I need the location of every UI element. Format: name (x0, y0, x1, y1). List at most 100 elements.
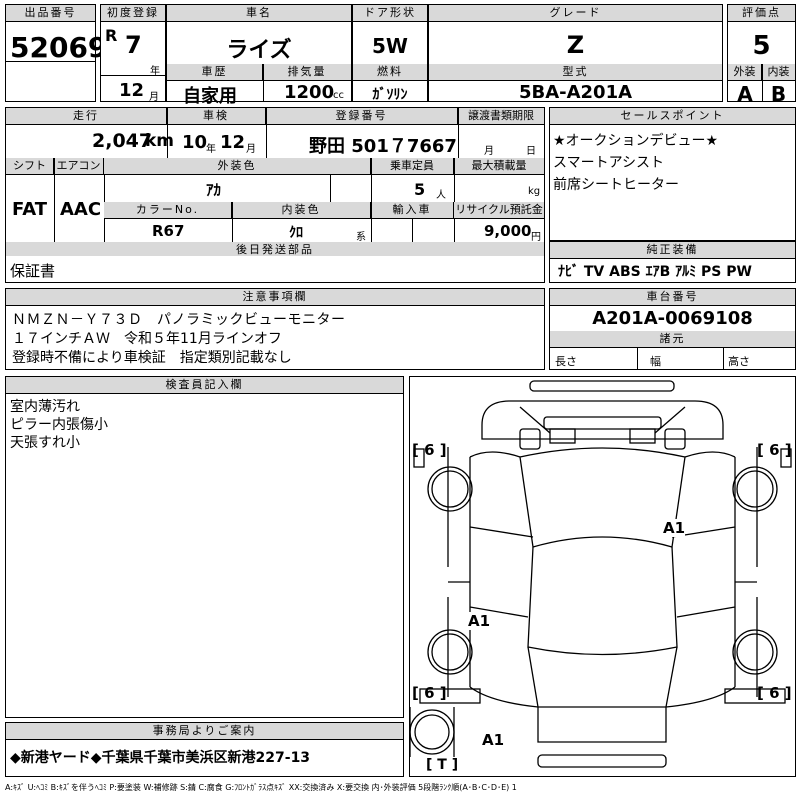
int-label: 内装 (762, 64, 795, 81)
office-box: 事務局よりご案内 ◆新港ヤード◆千葉県千葉市美浜区新港227-13 (5, 722, 404, 777)
displacement: 1200 (284, 82, 335, 103)
height-label: 高さ (728, 355, 750, 368)
inspector-line-3: 天張すれ小 (10, 435, 80, 451)
car-name: ライズ (226, 38, 292, 63)
spec-label: 諸元 (550, 331, 795, 348)
chassis-number: A201A-0069108 (592, 308, 753, 329)
load-label: 最大積載量 (454, 158, 544, 175)
grade-label: グレード (429, 5, 722, 22)
ext-label: 外装 (728, 64, 762, 81)
history-label: 車歴 (167, 64, 263, 81)
insp-month: 12 (220, 132, 246, 153)
equipment-box: 純正装備 ﾅﾋﾞ TV ABS ｴｱB ｱﾙﾐ PS PW (549, 241, 796, 283)
fuel-label: 燃料 (353, 64, 427, 81)
shift: FAT (12, 199, 48, 220)
after-parts: 保証書 (10, 262, 56, 280)
office-label: 事務局よりご案内 (6, 723, 403, 740)
color-no: R67 (152, 222, 185, 240)
car-name-box: 車名 ライズ 車歴 排気量 自家用 1200 cc (166, 4, 352, 107)
chassis-box: 車台番号 A201A-0069108 諸元 長さ 幅 高さ (549, 288, 796, 370)
door-label: ドア形状 (353, 5, 427, 22)
grade-box: グレード Z 型式 5BA-A201A (428, 4, 723, 103)
import-label: 輸入車 (371, 202, 454, 219)
spare-label: [ T ] (426, 757, 459, 773)
note-line-2: １７インチＡＷ 令和５年11月ラインオフ (12, 331, 282, 347)
width-label: 幅 (650, 355, 661, 368)
mileage-label: 走行 (6, 108, 167, 125)
tire-front-left-score: [ 6 ] (412, 441, 447, 459)
ac-label: エアコン (54, 158, 104, 175)
fuel: ｶﾞｿﾘﾝ (372, 87, 408, 103)
first-reg-label: 初度登録 (101, 5, 165, 22)
model: 5BA-A201A (518, 82, 633, 103)
reg-year: 7 (125, 31, 142, 59)
score-box: 評価点 5 外装 内装 A B (727, 4, 796, 106)
history: 自家用 (183, 86, 237, 107)
length-label: 長さ (555, 355, 577, 368)
transfer-label: 譲渡書類期限 (458, 108, 544, 125)
sales-line-3: 前席シートヒーター (553, 177, 679, 193)
int-color-unit: 系 (356, 232, 366, 243)
reg-month: 12 (119, 80, 145, 101)
note-line-3: 登録時不備により車検証 指定類別記載なし (12, 350, 292, 366)
after-parts-box: 保証書 (5, 256, 545, 283)
chassis-label: 車台番号 (550, 289, 795, 306)
equip-label: 純正装備 (550, 242, 795, 259)
score-label: 評価点 (728, 5, 795, 22)
int-grade: B (770, 82, 787, 106)
equipment: ﾅﾋﾞ TV ABS ｴｱB ｱﾙﾐ PS PW (558, 264, 752, 280)
lot-number: 52069 (10, 31, 108, 64)
capacity-unit: 人 (436, 190, 446, 201)
shift-label: シフト (6, 158, 54, 175)
door: 5W (372, 34, 408, 58)
office-text: ◆新港ヤード◆千葉県千葉市美浜区新港227-13 (10, 750, 311, 766)
note-line-1: ＮＭＺＮ－Ｙ７３Ｄ パノラミックビューモニター (12, 312, 346, 328)
notes-box: 注意事項欄 ＮＭＺＮ－Ｙ７３Ｄ パノラミックビューモニター １７インチＡＷ 令和… (5, 288, 545, 370)
color-no-label: カラーNo. (104, 202, 232, 219)
era: R (105, 26, 118, 45)
car-diagram-box: [ 6 ] [ 6 ] [ 6 ] [ 6 ] [ T ] A1 A1 A1 (409, 376, 796, 777)
plate: 野田 501７7667 (309, 136, 457, 157)
legend: A:ｷｽﾞ U:ﾍｺﾐ B:ｷｽﾞを伴うﾍｺﾐ P:要塗装 W:補修跡 S:錆 … (5, 783, 517, 792)
int-color: ｸﾛ (289, 225, 303, 241)
tire-front-right-score: [ 6 ] (757, 441, 792, 459)
int-color-label: 内装色 (232, 202, 371, 219)
ext-grade: A (737, 82, 753, 106)
insp-year: 10 (182, 132, 208, 153)
reg-month-unit: 月 (149, 92, 159, 103)
mileage: 2,047 (92, 130, 153, 152)
disp-unit: cc (333, 90, 344, 101)
door-box: ドア形状 5W 燃料 ｶﾞｿﾘﾝ (352, 4, 428, 103)
capacity-label: 乗車定員 (371, 158, 454, 175)
plate-label: 登録番号 (266, 108, 458, 125)
score: 5 (752, 31, 771, 61)
inspector-line-2: ピラー内張傷小 (10, 417, 108, 433)
damage-mark-right: A1 (663, 519, 686, 537)
recycle-label: リサイクル預託金 (454, 202, 544, 219)
details-box: 走行 車検 登録番号 譲渡書類期限 2,047 km 10 年 12 月 野田 … (5, 107, 545, 259)
damage-mark-spare: A1 (482, 731, 505, 749)
color-label: 外装色 (104, 158, 371, 175)
car-name-label: 車名 (167, 5, 351, 22)
recycle-unit: 円 (531, 232, 541, 243)
sales-point-box: セールスポイント ★オークションデビュー★ スマートアシスト 前席シートヒーター (549, 107, 796, 241)
insp-year-unit: 年 (206, 144, 216, 155)
first-registration-box: 初度登録 R 7 年 12 月 (100, 4, 166, 103)
lot-label: 出品番号 (6, 5, 95, 22)
inspector-label: 検査員記入欄 (6, 377, 403, 394)
notes-label: 注意事項欄 (6, 289, 544, 306)
grade: Z (566, 31, 585, 59)
inspector-box: 検査員記入欄 室内薄汚れ ピラー内張傷小 天張すれ小 (5, 376, 404, 718)
lot-box: 出品番号 52069 (5, 4, 107, 102)
car-diagram (410, 380, 792, 768)
color: ｱｶ (206, 181, 222, 199)
disp-label: 排気量 (263, 64, 351, 81)
ac: AAC (60, 199, 102, 220)
mileage-unit: km (145, 131, 175, 151)
reg-year-unit: 年 (150, 66, 160, 77)
tire-rear-left-score: [ 6 ] (412, 684, 447, 702)
load-unit: kg (528, 186, 541, 197)
model-label: 型式 (429, 64, 722, 81)
insp-month-unit: 月 (246, 144, 256, 155)
inspection-label: 車検 (167, 108, 266, 125)
